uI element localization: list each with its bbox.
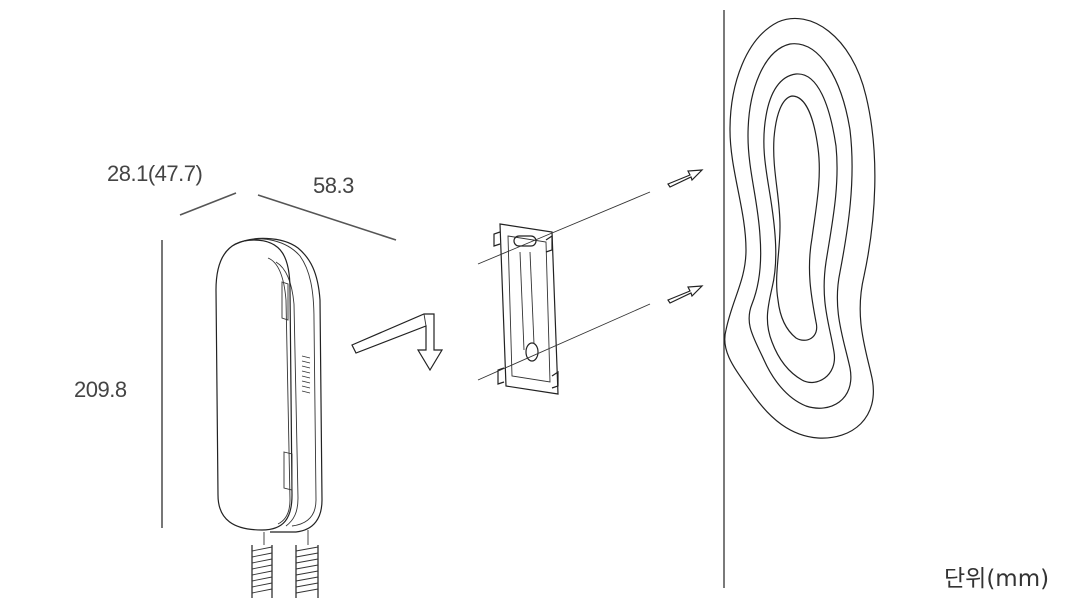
ear-illustration [724, 17, 876, 439]
depth-dimension-label: 28.1(47.7) [107, 161, 202, 186]
slide-down-arrow-icon [351, 313, 444, 372]
handset [215, 237, 323, 598]
dimension-lines [161, 192, 397, 528]
coiled-cord [251, 530, 319, 598]
height-dimension-label: 209.8 [74, 377, 127, 402]
speaker-grille [301, 355, 311, 394]
wall-bracket [493, 223, 559, 395]
depth-dimension-line [179, 192, 237, 216]
mount-arrow-lower-icon [667, 285, 704, 304]
mounting-lines [477, 191, 651, 381]
width-dimension-label: 58.3 [313, 173, 354, 198]
mount-arrow-upper-icon [667, 169, 704, 188]
unit-label: 단위(mm) [944, 566, 1049, 592]
width-dimension-line [257, 194, 397, 241]
